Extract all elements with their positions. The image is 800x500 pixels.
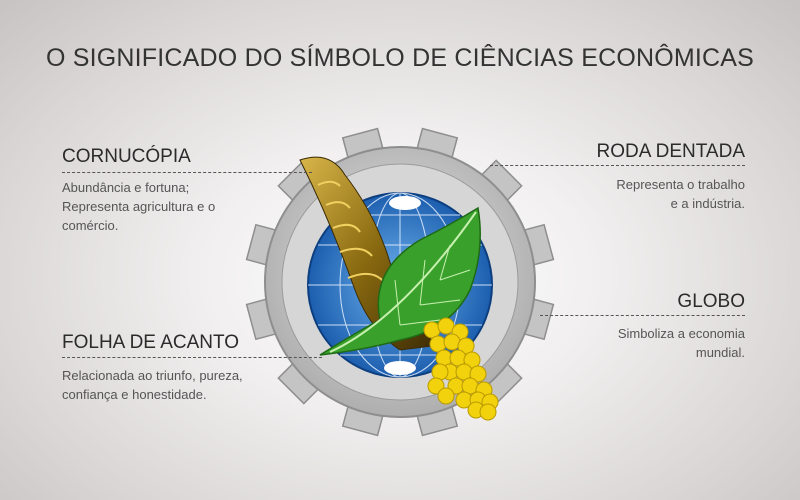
desc-line: comércio. bbox=[62, 218, 119, 233]
folha-de-acanto-description: Relacionada ao triunfo, pureza, confianç… bbox=[62, 366, 243, 404]
desc-line: Representa o trabalho bbox=[616, 177, 745, 192]
grape bbox=[469, 365, 487, 383]
desc-line: e a indústria. bbox=[670, 196, 745, 211]
desc-line: Relacionada ao triunfo, pureza, bbox=[62, 368, 243, 383]
acanthus-leaf-icon bbox=[319, 206, 481, 356]
desc-line: confiança e honestidade. bbox=[62, 387, 207, 402]
desc-line: Abundância e fortuna; bbox=[62, 180, 190, 195]
grapes-icon bbox=[423, 317, 499, 421]
roda-dentada-description: Representa o trabalho e a indústria. bbox=[616, 175, 745, 213]
grape bbox=[437, 387, 455, 405]
grape bbox=[431, 363, 449, 381]
page-title: O SIGNIFICADO DO SÍMBOLO DE CIÊNCIAS ECO… bbox=[45, 44, 755, 72]
folha-de-acanto-heading: FOLHA DE ACANTO bbox=[62, 332, 240, 353]
folha-de-acanto-divider bbox=[62, 357, 322, 358]
cornucopia-description: Abundância e fortuna; Representa agricul… bbox=[62, 178, 215, 235]
desc-line: mundial. bbox=[695, 345, 745, 360]
grape bbox=[443, 333, 461, 351]
cornucopia-heading: CORNUCÓPIA bbox=[62, 146, 191, 167]
globo-heading: GLOBO bbox=[677, 291, 745, 312]
roda-dentada-divider bbox=[490, 165, 745, 166]
globo-divider bbox=[540, 315, 745, 316]
grape bbox=[479, 403, 497, 421]
desc-line: Simboliza a economia bbox=[617, 326, 745, 341]
globo-description: Simboliza a economia mundial. bbox=[618, 324, 745, 362]
desc-line: Representa agricultura e o bbox=[62, 199, 216, 214]
roda-dentada-heading: RODA DENTADA bbox=[596, 141, 745, 162]
cornucopia-divider bbox=[62, 172, 312, 173]
